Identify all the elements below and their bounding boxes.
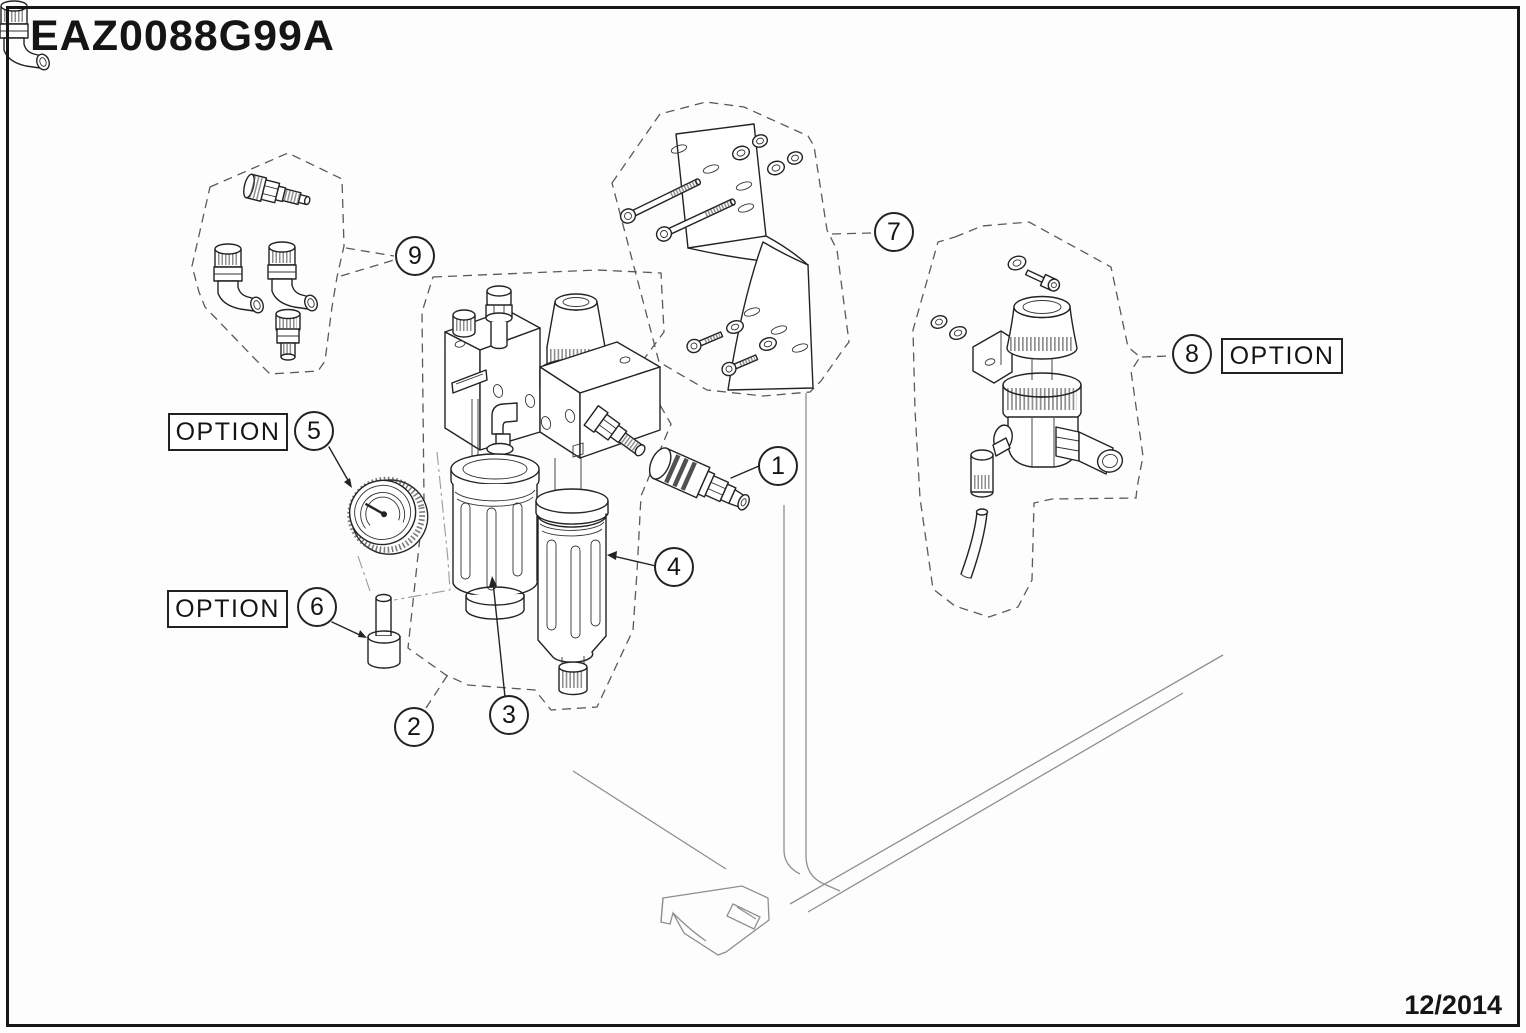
option-box-callout-8: OPTION xyxy=(1221,338,1343,374)
outline-group-frl xyxy=(407,269,672,711)
option-box-callout-5: OPTION xyxy=(168,413,288,451)
outline-group-8 xyxy=(912,221,1144,618)
fitting-small-straight xyxy=(275,308,301,361)
bracket-nut xyxy=(786,151,804,165)
outline-group-9 xyxy=(191,152,345,375)
callout-9: 9 xyxy=(395,236,435,276)
bracket-washer xyxy=(726,320,744,334)
callout-2: 2 xyxy=(394,707,434,747)
fitting-straight-union xyxy=(243,173,311,206)
callout-3: 3 xyxy=(489,695,529,735)
bracket-washer xyxy=(759,337,777,351)
bracket-bolt-short xyxy=(686,331,724,354)
callout-7: 7 xyxy=(874,212,914,252)
callout-6: 6 xyxy=(297,587,337,627)
bracket-bolt-long xyxy=(619,178,702,224)
leader-lines xyxy=(328,446,760,698)
bracket-bolt-long xyxy=(655,198,736,242)
callout-8: 8 xyxy=(1172,334,1212,374)
mounting-pin xyxy=(367,593,401,669)
bracket-washer xyxy=(731,145,751,161)
part-number-title: EAZ0088G99A xyxy=(30,12,335,60)
group-outlines xyxy=(191,101,1170,711)
callout-1: 1 xyxy=(758,446,798,486)
bracket-washer xyxy=(766,160,786,176)
callout-5: 5 xyxy=(294,411,334,451)
quick-coupler xyxy=(648,447,750,511)
bracket-nut xyxy=(751,134,769,148)
frl-assembly xyxy=(444,285,661,696)
outline-group-7 xyxy=(611,101,850,397)
option-box-callout-6: OPTION xyxy=(167,590,288,628)
bracket-bolt-short xyxy=(721,354,759,377)
revision-date: 12/2014 xyxy=(1404,990,1502,1020)
pressure-gauge xyxy=(347,476,429,555)
callout-4: 4 xyxy=(654,547,694,587)
regulator-option-group xyxy=(930,255,1124,579)
cabinet-outline xyxy=(572,393,1224,956)
